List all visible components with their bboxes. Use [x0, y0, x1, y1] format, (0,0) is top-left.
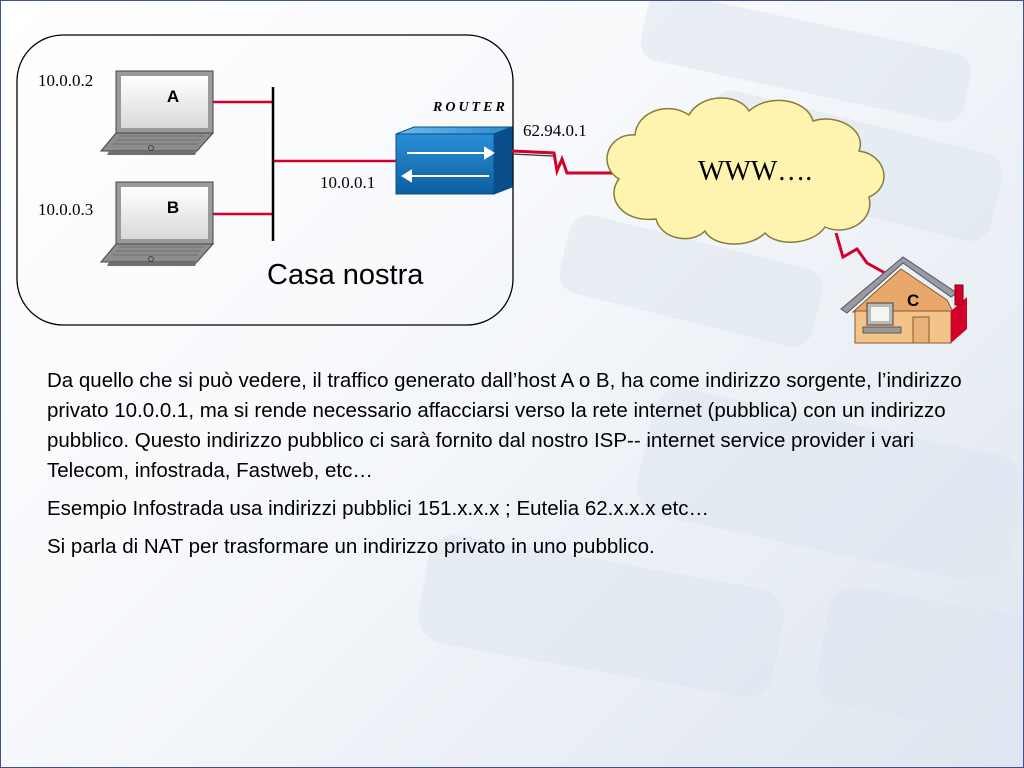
- home-network-label: Casa nostra: [267, 259, 424, 291]
- router-label: ROUTER: [433, 100, 508, 115]
- lan-links: [213, 100, 396, 216]
- router-wan-ip: 62.94.0.1: [523, 121, 587, 140]
- wan-link: [511, 149, 613, 177]
- paragraph-example: Esempio Infostrada usa indirizzi pubblic…: [47, 497, 710, 520]
- cloud-label: WWW….: [698, 156, 813, 187]
- remote-house-icon[interactable]: [840, 256, 967, 344]
- host-b-ip: 10.0.0.3: [38, 200, 94, 219]
- remote-link: [834, 232, 886, 275]
- network-diagram: [16, 34, 967, 344]
- host-a-ip: 10.0.0.2: [38, 71, 94, 90]
- host-a-label: A: [166, 87, 180, 106]
- internet-cloud: [606, 97, 885, 245]
- router-icon[interactable]: [395, 126, 513, 195]
- remote-host-label: C: [907, 291, 920, 310]
- laptop-a[interactable]: [99, 70, 215, 155]
- laptop-b[interactable]: [99, 181, 215, 266]
- slide-body: Da quello che si può vedere, il traffico…: [47, 366, 987, 570]
- paragraph-explanation: Da quello che si può vedere, il traffico…: [47, 369, 962, 482]
- router-lan-ip: 10.0.0.1: [320, 173, 376, 192]
- host-b-label: B: [166, 198, 180, 217]
- paragraph-nat: Si parla di NAT per trasformare un indir…: [47, 535, 655, 558]
- home-network-boundary: [16, 34, 514, 326]
